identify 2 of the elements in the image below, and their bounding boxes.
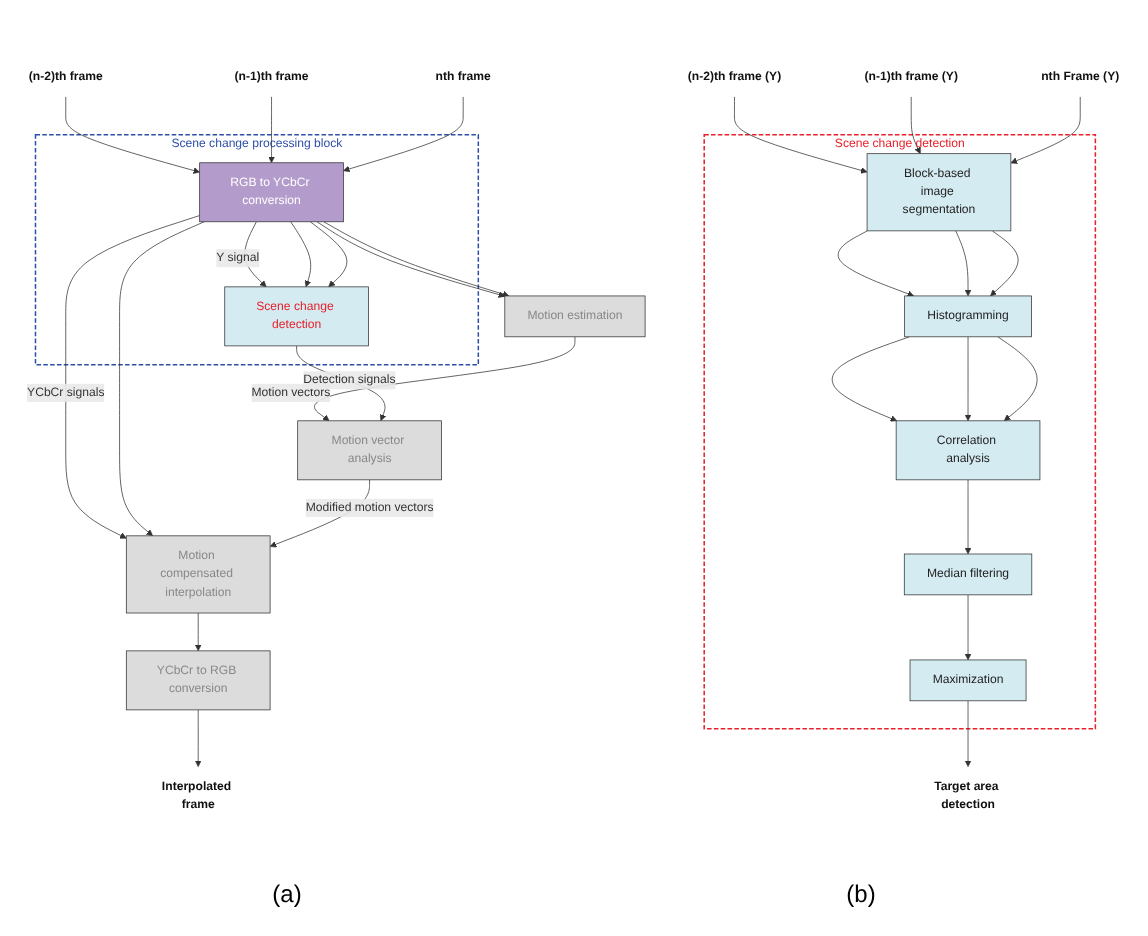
subfigure-label: (a): [272, 880, 302, 912]
subfigure-label: (b): [846, 880, 876, 912]
